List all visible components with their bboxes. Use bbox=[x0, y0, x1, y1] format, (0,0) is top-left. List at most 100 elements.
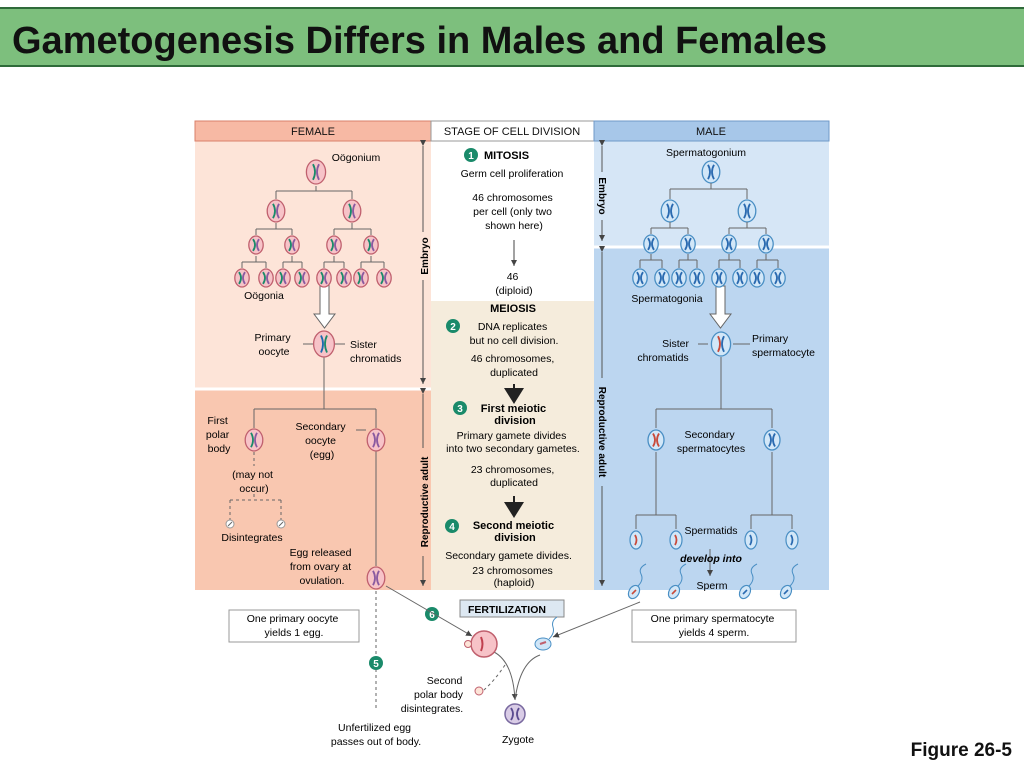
oogonia-cell bbox=[376, 268, 392, 288]
step-3-badge: 3 bbox=[453, 401, 467, 415]
male-hollow-arrow bbox=[709, 285, 732, 329]
meiosis-title: MEIOSIS bbox=[490, 303, 536, 315]
step-2-desc: DNA replicates but no cell division. bbox=[470, 321, 559, 347]
spermatogonium-division-cell bbox=[737, 199, 757, 223]
oogonium-division-cell bbox=[284, 235, 300, 255]
sperm-label: Sperm bbox=[697, 580, 728, 592]
oogonium-division-cell bbox=[266, 199, 286, 223]
svg-text:6: 6 bbox=[429, 610, 435, 621]
oogonia-cell bbox=[336, 268, 352, 288]
first-polar-body-cell bbox=[244, 428, 264, 452]
disintegrates-label: Disintegrates bbox=[221, 532, 282, 544]
egg-cell bbox=[464, 630, 498, 658]
spermatogonia-cell bbox=[632, 268, 648, 288]
female-lineage-lines bbox=[241, 186, 385, 566]
svg-text:3: 3 bbox=[457, 404, 463, 415]
spermatogonium-cell bbox=[701, 160, 721, 184]
female-embryo-label: Embryo bbox=[420, 237, 431, 274]
spermatogonia-label: Spermatogonia bbox=[631, 293, 702, 305]
female-sister-chromatids-label: Sister chromatids bbox=[350, 339, 401, 365]
spermatogonium-label: Spermatogonium bbox=[666, 147, 746, 159]
male-adult-label: Reproductive adult bbox=[596, 387, 607, 478]
secondary-spermatocyte-cell bbox=[763, 429, 781, 451]
second-polar-body-label: Second polar body disintegrates. bbox=[401, 675, 466, 715]
mitosis-subtitle: Germ cell proliferation bbox=[461, 168, 564, 180]
slide-title: Gametogenesis Differs in Males and Femal… bbox=[12, 20, 828, 62]
fertilization-box bbox=[459, 599, 565, 618]
female-adult-label: Reproductive adult bbox=[420, 456, 431, 547]
spermatogonia-cell bbox=[749, 268, 765, 288]
svg-text:5: 5 bbox=[373, 659, 379, 670]
spermatogonium-division-cell bbox=[643, 234, 659, 254]
male-sister-chromatids-label: Sister chromatids bbox=[637, 338, 692, 364]
spermatogonia-cell bbox=[671, 268, 687, 288]
spermatogonium-division-cell bbox=[660, 199, 680, 223]
spermatid-cell bbox=[629, 530, 643, 550]
spermatogonia-cell bbox=[689, 268, 705, 288]
primary-spermatocyte-label: Primary spermatocyte bbox=[752, 333, 815, 359]
step-3-desc: Primary gamete divides into two secondar… bbox=[446, 430, 580, 455]
male-header bbox=[593, 120, 830, 142]
male-embryo-panel bbox=[594, 141, 829, 246]
step-4-badge: 4 bbox=[445, 519, 459, 533]
oogonium-division-cell bbox=[342, 199, 362, 223]
unfertilized-egg-label: Unfertilized egg passes out of body. bbox=[331, 722, 421, 748]
oogonia-cell bbox=[275, 268, 291, 288]
spermatogonium-division-cell bbox=[721, 234, 737, 254]
may-not-occur-label: (may not occur) bbox=[232, 469, 276, 495]
male-header-label: MALE bbox=[696, 126, 726, 138]
oogonium-label: Oögonium bbox=[332, 152, 381, 164]
step-2-badge: 2 bbox=[446, 319, 460, 333]
step-3-title: First meiotic division bbox=[481, 403, 549, 427]
first-polar-body-label: First polar body bbox=[206, 415, 232, 455]
female-summary-text: One primary oocyte yields 1 egg. bbox=[247, 613, 342, 639]
secondary-spermatocytes-label: Secondary spermatocytes bbox=[677, 429, 745, 455]
title-bar: Gametogenesis Differs in Males and Femal… bbox=[0, 7, 1024, 67]
spermatids-label: Spermatids bbox=[684, 525, 737, 537]
mitosis-title: MITOSIS bbox=[484, 150, 529, 162]
svg-text:2: 2 bbox=[450, 322, 456, 333]
spermatid-cell bbox=[744, 530, 758, 550]
disintegrating-polar-body bbox=[276, 519, 286, 529]
spermatogonia-cell bbox=[654, 268, 670, 288]
step-4-title: Second meiotic division bbox=[473, 520, 557, 544]
sperm-cell bbox=[627, 563, 647, 600]
spermatogonium-division-cell bbox=[680, 234, 696, 254]
mitosis-desc: 46 chromosomes per cell (only two shown … bbox=[472, 192, 555, 232]
step-1-badge: 1 bbox=[464, 148, 478, 162]
oogonium-division-cell bbox=[248, 235, 264, 255]
male-summary-text: One primary spermatocyte yields 4 sperm. bbox=[651, 613, 778, 639]
svg-text:4: 4 bbox=[449, 522, 455, 533]
disintegrating-polar-body bbox=[225, 519, 235, 529]
spermatid-cell bbox=[785, 530, 799, 550]
oogonia-cell bbox=[234, 268, 250, 288]
stage-header-label: STAGE OF CELL DIVISION bbox=[444, 126, 580, 138]
oogonia-label: Oögonia bbox=[244, 290, 284, 302]
svg-text:1: 1 bbox=[468, 151, 474, 162]
step-3-output: 23 chromosomes, duplicated bbox=[471, 464, 557, 489]
primary-oocyte-cell bbox=[312, 330, 336, 358]
fertilizing-sperm bbox=[534, 616, 558, 651]
fertilization-label: FERTILIZATION bbox=[468, 604, 546, 616]
secondary-spermatocyte-cell bbox=[647, 429, 665, 451]
male-lineage-lines bbox=[635, 183, 793, 529]
step-4-desc: Secondary gamete divides. 23 chromosomes… bbox=[445, 550, 575, 589]
female-header-label: FEMALE bbox=[291, 126, 335, 138]
female-summary-box bbox=[228, 609, 360, 643]
oogonium-division-cell bbox=[363, 235, 379, 255]
stage-meiosis-panel bbox=[431, 301, 594, 590]
stage-mitosis-panel bbox=[431, 141, 594, 301]
mitosis-output: 46 (diploid) bbox=[495, 271, 532, 297]
primary-spermatocyte-cell bbox=[710, 331, 732, 357]
spermatogonia-cell bbox=[711, 268, 727, 288]
secondary-oocyte-label: Secondary oocyte (egg) bbox=[295, 421, 348, 461]
oogonium-division-cell bbox=[326, 235, 342, 255]
step-2-output: 46 chromosomes, duplicated bbox=[471, 353, 557, 379]
oogonium-cell bbox=[305, 159, 327, 185]
sperm-cell bbox=[779, 563, 799, 600]
figure-label: Figure 26-5 bbox=[910, 740, 1012, 761]
secondary-oocyte-cell bbox=[366, 428, 386, 452]
oogonia-cell bbox=[294, 268, 310, 288]
